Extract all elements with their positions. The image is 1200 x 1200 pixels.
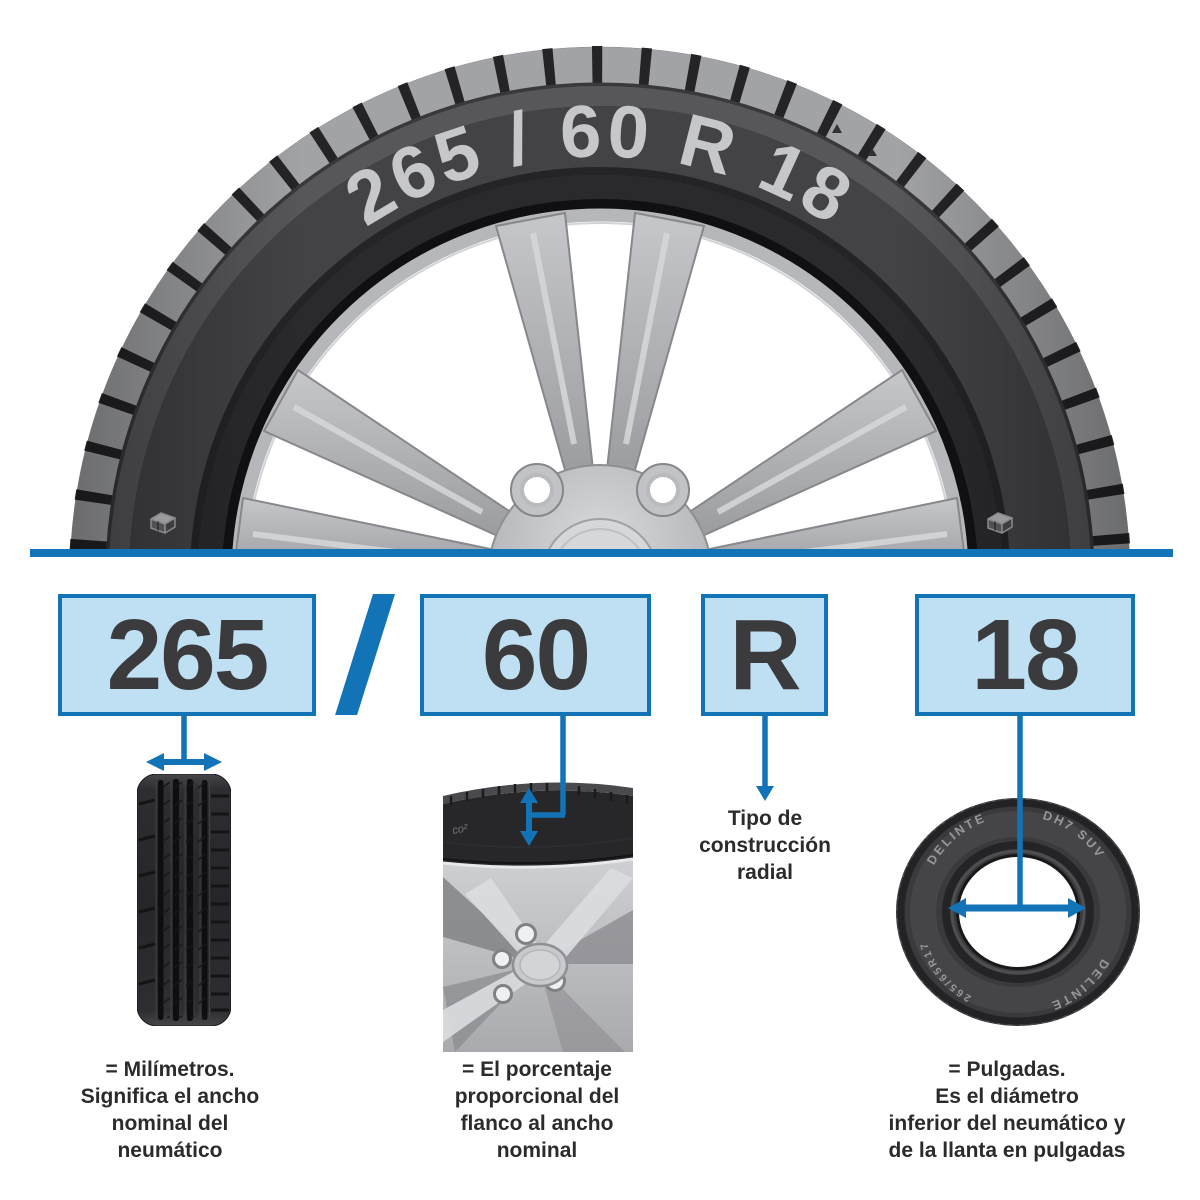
shoulder-grooves xyxy=(138,794,229,1012)
center-cap xyxy=(548,518,652,549)
divider-line xyxy=(30,549,1173,557)
diameter-caption: = Pulgadas. Es el diámetro inferior del … xyxy=(888,1058,1126,1162)
lug-holes xyxy=(510,463,690,517)
tread-width-illustration xyxy=(137,774,231,1026)
sidewall-height-illustration: co² xyxy=(443,782,633,1052)
width-caption: = Milímetros. Significa el ancho nominal… xyxy=(80,1058,260,1162)
tread-sipes xyxy=(449,783,629,805)
code-box-aspect: 60 xyxy=(420,594,651,716)
code-box-width: 265 xyxy=(58,594,316,716)
aspect-caption: = El porcentaje proporcional del flanco … xyxy=(454,1058,620,1162)
rim-lip xyxy=(232,208,968,549)
construction-value: R xyxy=(729,598,801,711)
alloy-wheel xyxy=(232,208,968,549)
sidewall-small-text: co² xyxy=(451,822,468,837)
construction-connector xyxy=(756,716,774,801)
width-value: 265 xyxy=(106,598,270,711)
sidewall-house-icon xyxy=(150,512,1013,534)
diameter-value: 18 xyxy=(971,598,1080,711)
slash-separator: / xyxy=(335,594,395,715)
construction-caption: Tipo de construcción radial xyxy=(699,807,831,884)
tread-surface xyxy=(443,782,633,804)
code-box-construction: R xyxy=(701,594,828,716)
width-connector xyxy=(146,716,222,771)
spoke-highlights xyxy=(252,232,948,549)
rim-bore xyxy=(959,857,1077,967)
rim-diameter-illustration: DELINTE DH7 SUV DELINTE 265/65R17 xyxy=(896,798,1140,1026)
rim-lip-highlight xyxy=(443,857,633,869)
tire-sidewall-band xyxy=(443,790,633,867)
aspect-value: 60 xyxy=(481,598,591,711)
tire-photo-graphic: 265 / 60 R 18 xyxy=(69,46,1131,549)
code-box-diameter: 18 xyxy=(915,594,1135,716)
